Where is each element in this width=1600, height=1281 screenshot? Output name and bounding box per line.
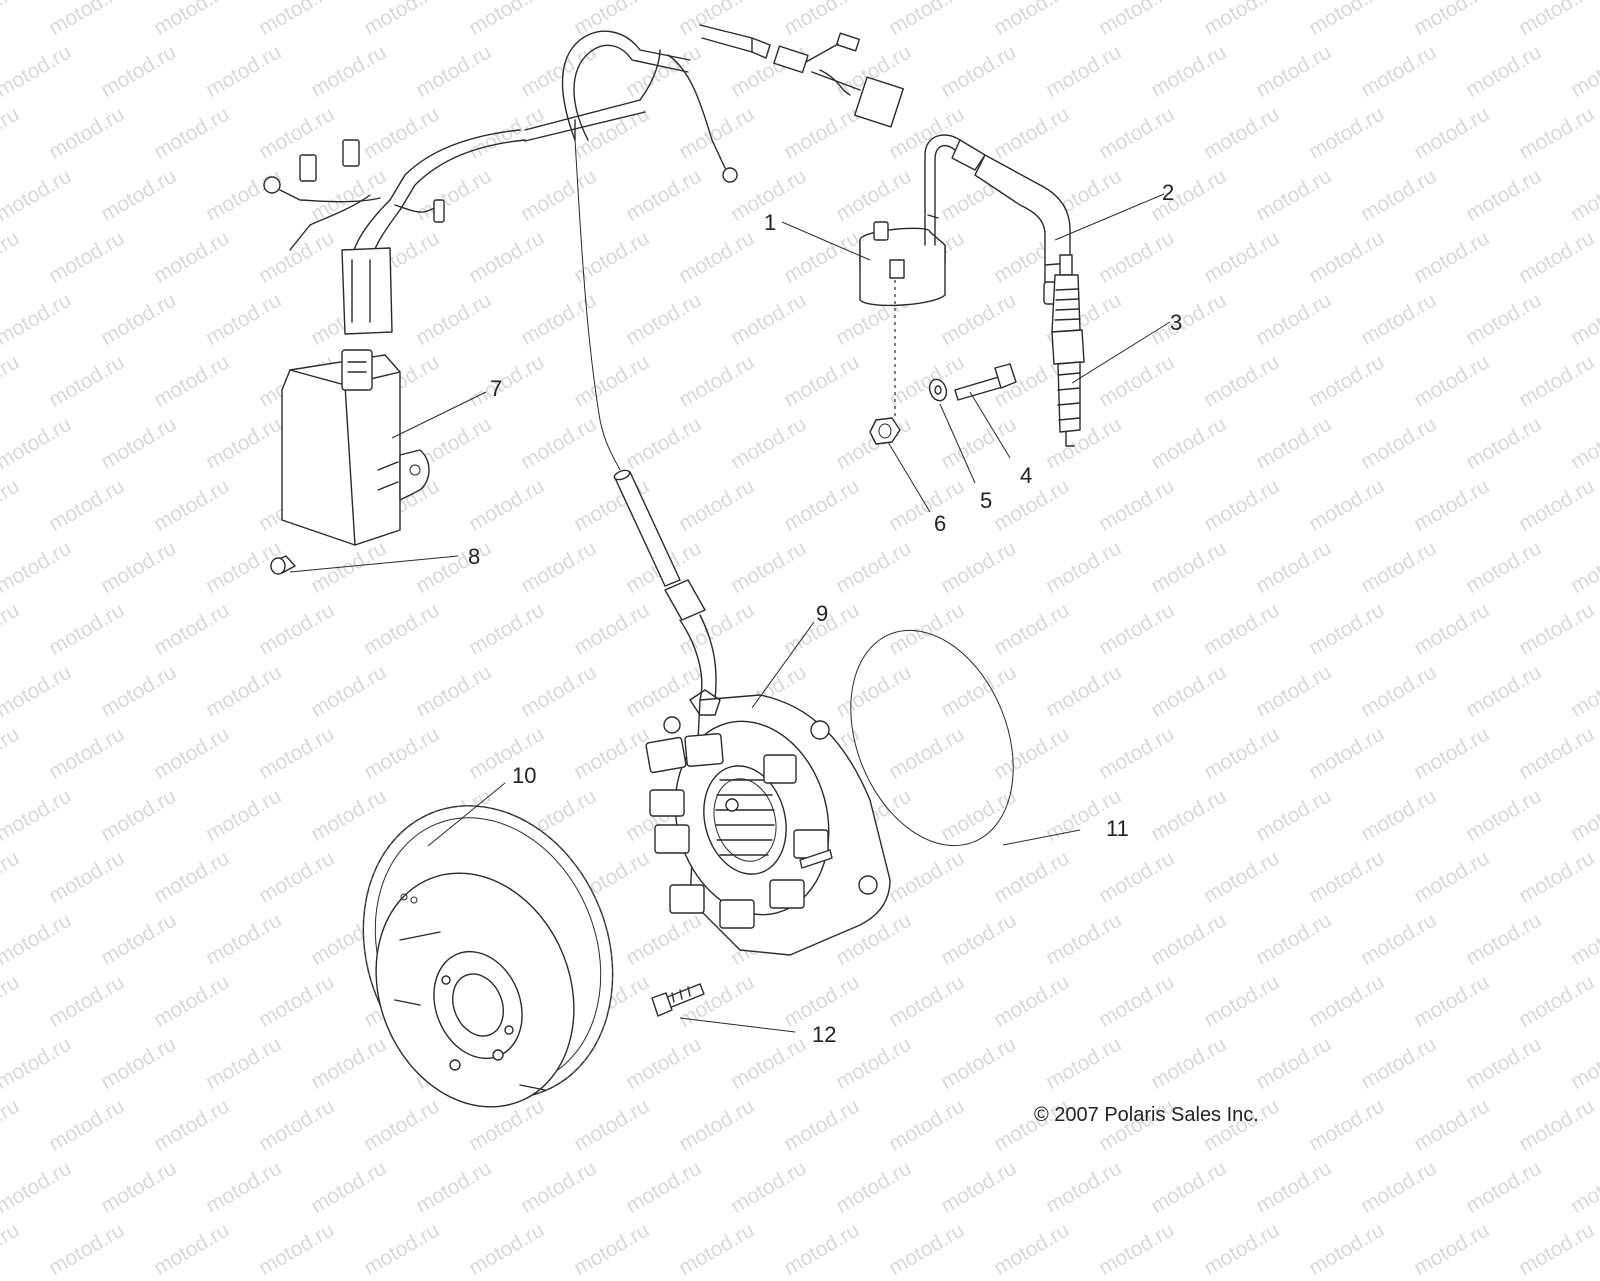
watermark-text: motod.ru [1410,1218,1494,1280]
copyright-notice: © 2007 Polaris Sales Inc. [1034,1104,1259,1126]
flywheel-drawing [362,805,614,1108]
watermark-text: motod.ru [1305,1218,1389,1280]
spark-plug-drawing [1051,254,1085,447]
watermark-text: motod.ru [675,1218,759,1280]
diagram-drawing [263,24,1171,1108]
stator-bolt-drawing [651,983,705,1017]
callout-12: 12 [812,1022,837,1047]
watermark-text: motod.ru [255,1218,339,1280]
callout-2: 2 [1162,180,1175,205]
callout-5: 5 [980,488,993,513]
callout-10: 10 [512,763,537,788]
callout-11: 11 [1106,816,1129,841]
watermark-text: motod.ru [0,1218,24,1280]
callout-3: 3 [1170,310,1183,335]
gasket-drawing [850,629,1014,847]
watermark-text: motod.ru [570,1218,654,1280]
stator-drawing [645,689,891,956]
watermark-text: motod.ru [150,1218,234,1280]
ignition-coil-drawing [859,134,986,420]
watermark-text: motod.ru [780,1218,864,1280]
watermark-text: motod.ru [360,1218,444,1280]
fasteners-drawing [869,363,1017,445]
stator-lead [613,469,717,701]
watermark-text: motod.ru [1095,1218,1179,1280]
leader-lines [289,193,1171,1033]
wiring-harness [263,24,904,471]
watermark-text: motod.ru [1515,1218,1599,1280]
callout-4: 4 [1020,463,1033,488]
watermark-text: motod.ru [465,1218,549,1280]
callout-6: 6 [934,511,947,536]
watermark-text: motod.ru [45,1218,129,1280]
watermark-text: motod.ru [990,1218,1074,1280]
watermark-text: motod.ru [885,1218,969,1280]
callout-8: 8 [468,544,481,569]
screw-drawing [270,555,296,575]
callout-7: 7 [490,376,503,401]
callout-1: 1 [764,210,777,235]
cdi-module-drawing [281,349,430,546]
callout-9: 9 [816,601,829,626]
watermark-text: motod.ru [1200,1218,1284,1280]
